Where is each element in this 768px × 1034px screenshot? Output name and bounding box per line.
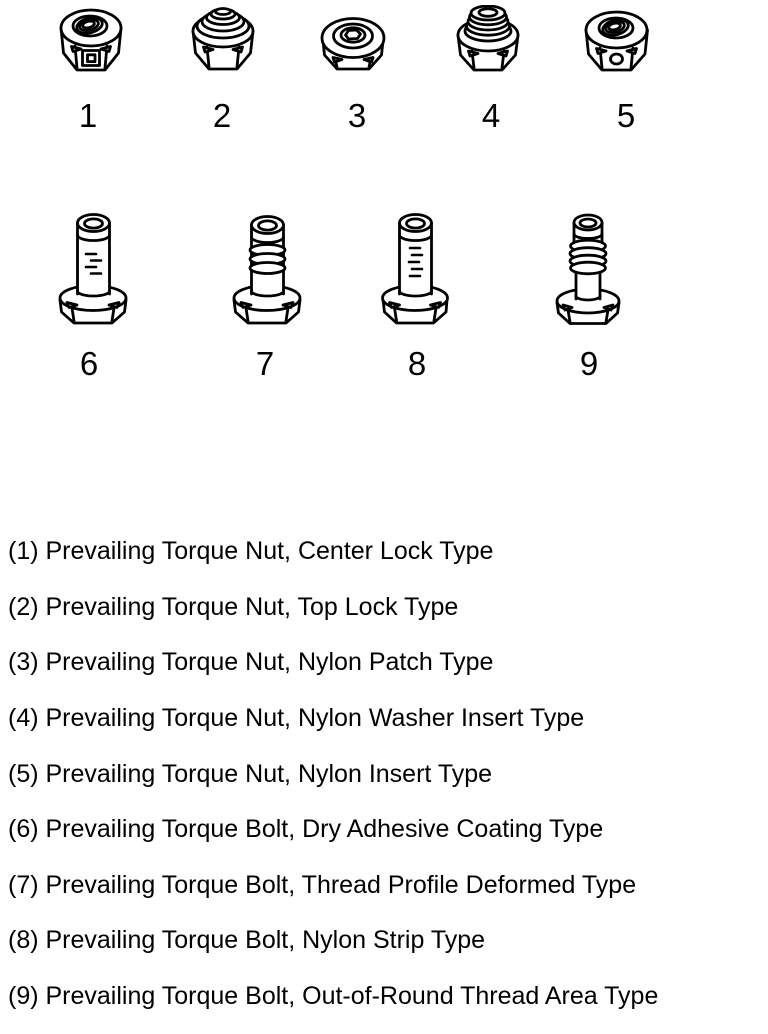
legend-item-2: (2) Prevailing Torque Nut, Top Lock Type — [8, 592, 459, 621]
legend-item-4: (4) Prevailing Torque Nut, Nylon Washer … — [8, 704, 585, 733]
figure-number-label: 3 — [347, 97, 367, 134]
legend-item-3: (3) Prevailing Torque Nut, Nylon Patch T… — [8, 648, 494, 677]
legend: (1) Prevailing Torque Nut, Center Lock T… — [8, 524, 658, 1024]
nut-nylon-washer-insert-figure — [456, 5, 520, 72]
legend-item-6: (6) Prevailing Torque Bolt, Dry Adhesive… — [8, 815, 604, 844]
nut-top-lock-figure — [191, 7, 255, 71]
figure-number-label: 5 — [616, 97, 636, 134]
legend-item-7: (7) Prevailing Torque Bolt, Thread Profi… — [8, 870, 637, 899]
bolt-thread-profile-deformed-figure — [232, 215, 302, 325]
bolt-dry-adhesive-coating-figure — [58, 213, 128, 325]
nut-nylon-patch-figure — [320, 17, 386, 71]
legend-item-1: (1) Prevailing Torque Nut, Center Lock T… — [8, 537, 494, 566]
bolt-nylon-strip-figure — [381, 213, 449, 325]
figure-number-label: 6 — [79, 345, 99, 382]
legend-item-5: (5) Prevailing Torque Nut, Nylon Insert … — [8, 759, 493, 788]
nut-nylon-insert-figure — [584, 10, 649, 72]
figure-number-label: 1 — [78, 97, 98, 134]
figure-number-label: 4 — [481, 97, 501, 134]
figure-number-label: 8 — [407, 345, 427, 382]
legend-item-9: (9) Prevailing Torque Bolt, Out-of-Round… — [8, 982, 659, 1011]
figure-number-label: 7 — [255, 345, 275, 382]
figure-number-label: 2 — [212, 97, 232, 134]
figure-number-label: 9 — [579, 345, 599, 382]
nut-center-lock-figure — [59, 8, 123, 72]
bolt-out-of-round-thread-area-figure — [555, 213, 621, 325]
legend-item-8: (8) Prevailing Torque Bolt, Nylon Strip … — [8, 926, 486, 955]
